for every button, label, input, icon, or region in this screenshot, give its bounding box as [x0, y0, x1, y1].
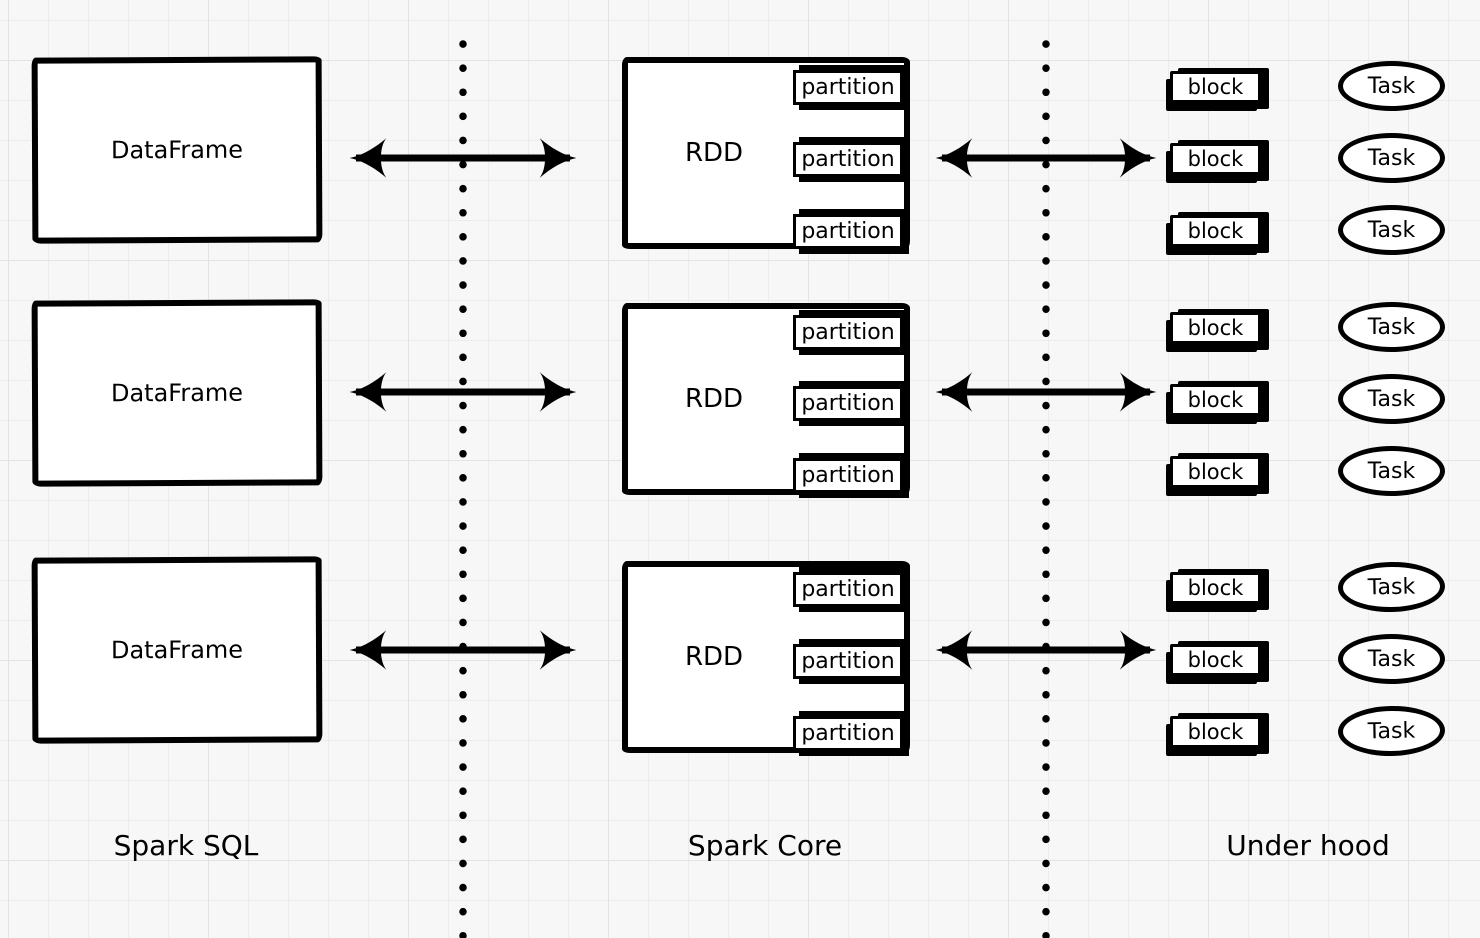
- partition-node-r2-3: partition: [793, 458, 903, 493]
- block-label: block: [1187, 388, 1244, 412]
- partition-label: partition: [801, 219, 895, 244]
- partition-label: partition: [801, 463, 895, 488]
- partition-node-r3-2: partition: [793, 644, 903, 679]
- partition-label: partition: [801, 391, 895, 416]
- task-node-r3-2: Task: [1338, 634, 1445, 684]
- task-node-r2-2: Task: [1338, 374, 1445, 424]
- task-label: Task: [1367, 574, 1416, 600]
- partition-node-r1-2: partition: [793, 142, 903, 177]
- task-label: Task: [1367, 646, 1416, 672]
- dataframe-label: DataFrame: [110, 135, 244, 165]
- block-label: block: [1187, 219, 1244, 243]
- task-node-r1-1: Task: [1338, 61, 1445, 111]
- rdd-label: RDD: [684, 642, 744, 672]
- dataframe-node-3: DataFrame: [31, 556, 323, 744]
- partition-label: partition: [801, 577, 895, 602]
- lane-label-under-hood: Under hood: [1226, 829, 1390, 862]
- partition-node-r3-1: partition: [793, 572, 903, 607]
- partition-node-r1-1: partition: [793, 70, 903, 105]
- block-node-r2-1: block: [1170, 312, 1261, 344]
- task-label: Task: [1367, 73, 1416, 99]
- task-node-r2-3: Task: [1338, 446, 1445, 496]
- task-node-r3-1: Task: [1337, 561, 1446, 613]
- block-label: block: [1187, 75, 1244, 99]
- task-label: Task: [1367, 718, 1416, 744]
- block-label: block: [1187, 720, 1244, 744]
- task-label: Task: [1367, 458, 1416, 484]
- block-node-r1-3: block: [1170, 215, 1261, 247]
- partition-label: partition: [801, 721, 895, 746]
- partition-label: partition: [801, 649, 895, 674]
- dataframe-node-2: DataFrame: [31, 299, 323, 487]
- dataframe-node-1: DataFrame: [31, 56, 323, 244]
- rdd-label: RDD: [684, 384, 744, 414]
- partition-node-r2-1: partition: [793, 315, 903, 350]
- block-label: block: [1187, 316, 1244, 340]
- partition-label: partition: [801, 320, 895, 345]
- block-node-r3-3: block: [1170, 716, 1261, 748]
- block-node-r1-2: block: [1170, 143, 1261, 175]
- block-label: block: [1187, 576, 1244, 600]
- block-node-r2-2: block: [1170, 384, 1261, 416]
- block-node-r3-2: block: [1170, 644, 1261, 676]
- block-label: block: [1187, 147, 1244, 171]
- partition-node-r1-3: partition: [793, 214, 903, 249]
- task-node-r1-2: Task: [1338, 133, 1445, 183]
- block-node-r1-1: block: [1170, 71, 1261, 103]
- block-node-r3-1: block: [1170, 572, 1261, 604]
- block-node-r2-3: block: [1170, 456, 1261, 488]
- lane-label-spark-sql: Spark SQL: [113, 829, 259, 862]
- partition-node-r3-3: partition: [793, 716, 903, 751]
- rdd-label: RDD: [684, 138, 744, 168]
- lane-label-spark-core: Spark Core: [687, 829, 843, 862]
- partition-label: partition: [801, 147, 895, 172]
- partition-label: partition: [801, 75, 895, 100]
- partition-node-r2-2: partition: [793, 386, 903, 421]
- task-label: Task: [1367, 386, 1416, 412]
- block-label: block: [1187, 460, 1244, 484]
- dataframe-label: DataFrame: [110, 378, 244, 408]
- task-label: Task: [1367, 217, 1416, 243]
- task-node-r2-1: Task: [1338, 302, 1445, 352]
- task-node-r1-3: Task: [1338, 205, 1445, 255]
- dataframe-label: DataFrame: [110, 635, 244, 665]
- block-label: block: [1187, 648, 1244, 672]
- task-label: Task: [1367, 145, 1416, 171]
- task-label: Task: [1367, 314, 1416, 340]
- task-node-r3-3: Task: [1337, 705, 1446, 757]
